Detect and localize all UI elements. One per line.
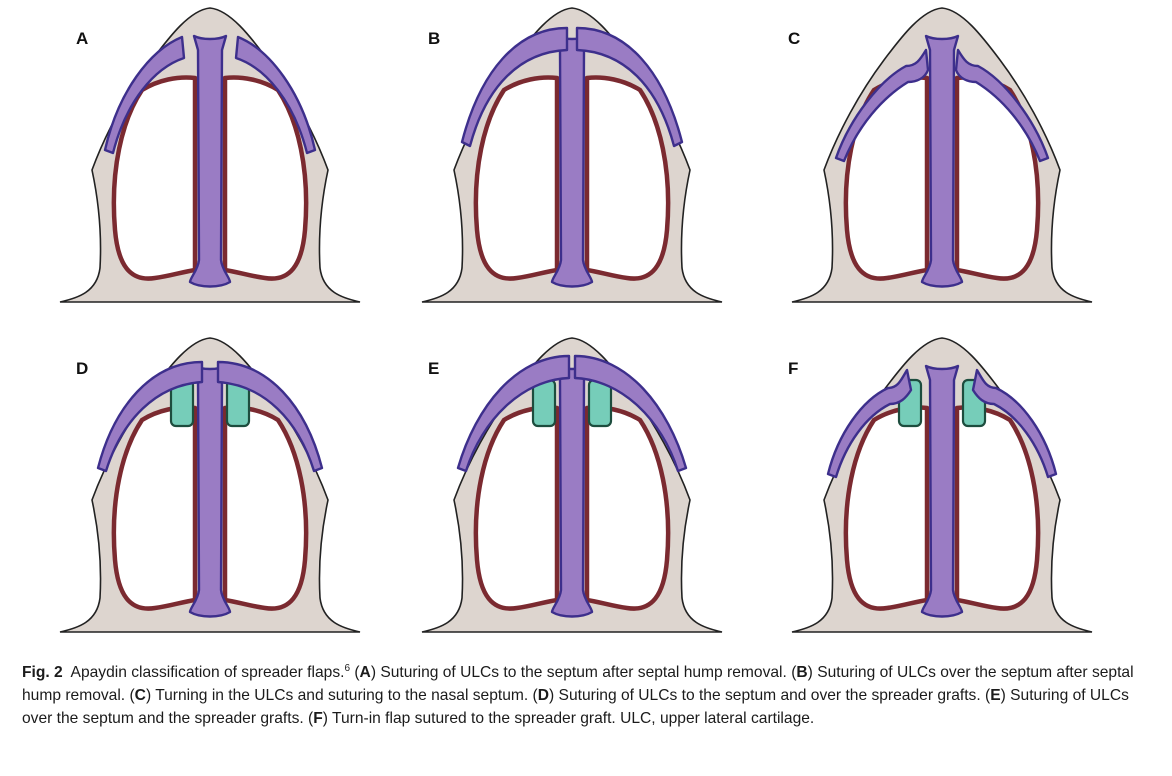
caption-key-a: A — [359, 664, 371, 681]
caption-key-f: F — [313, 710, 323, 727]
caption-key-e: E — [990, 687, 1001, 704]
panel-label-a: A — [76, 29, 88, 48]
spreader-flap-diagram: A B C D E F — [59, 7, 1093, 633]
figure-caption: Fig. 2 Apaydin classification of spreade… — [22, 662, 1134, 727]
caption-key-b: B — [796, 664, 808, 681]
caption-item-d: Suturing of ULCs to the septum and over … — [558, 687, 981, 704]
nose-cross-section-a — [59, 7, 361, 303]
caption-reference: 6 — [344, 662, 351, 674]
panel-c: C — [788, 7, 1093, 303]
caption-fig-label: Fig. 2 — [22, 664, 63, 681]
nose-cross-section-e — [421, 337, 723, 633]
panel-b: B — [421, 7, 723, 303]
nose-cross-section-d — [59, 337, 361, 633]
panel-e: E — [421, 337, 723, 633]
caption-item-e: Suturing of ULCs over the septum and the… — [22, 687, 1129, 727]
panel-label-e: E — [428, 359, 439, 378]
caption-item-a: Suturing of ULCs to the septum after sep… — [380, 664, 787, 681]
panel-f: F — [788, 337, 1093, 633]
caption-item-f: Turn-in flap sutured to the spreader gra… — [332, 710, 815, 727]
panel-label-f: F — [788, 359, 798, 378]
nose-cross-section-b — [421, 7, 723, 303]
caption-key-c: C — [134, 687, 146, 704]
panel-label-b: B — [428, 29, 440, 48]
caption-lead: Apaydin classification of spreader flaps… — [70, 664, 345, 681]
nose-cross-section-c — [791, 7, 1093, 303]
panel-d: D — [59, 337, 361, 633]
caption-key-d: D — [537, 687, 550, 704]
panel-label-c: C — [788, 29, 800, 48]
caption-item-c: Turning in the ULCs and suturing to the … — [155, 687, 529, 704]
caption-item-b: Suturing of ULCs over the septum after s… — [22, 664, 1134, 704]
panel-label-d: D — [76, 359, 88, 378]
panel-a: A — [59, 7, 361, 303]
nose-cross-section-f — [791, 337, 1093, 633]
